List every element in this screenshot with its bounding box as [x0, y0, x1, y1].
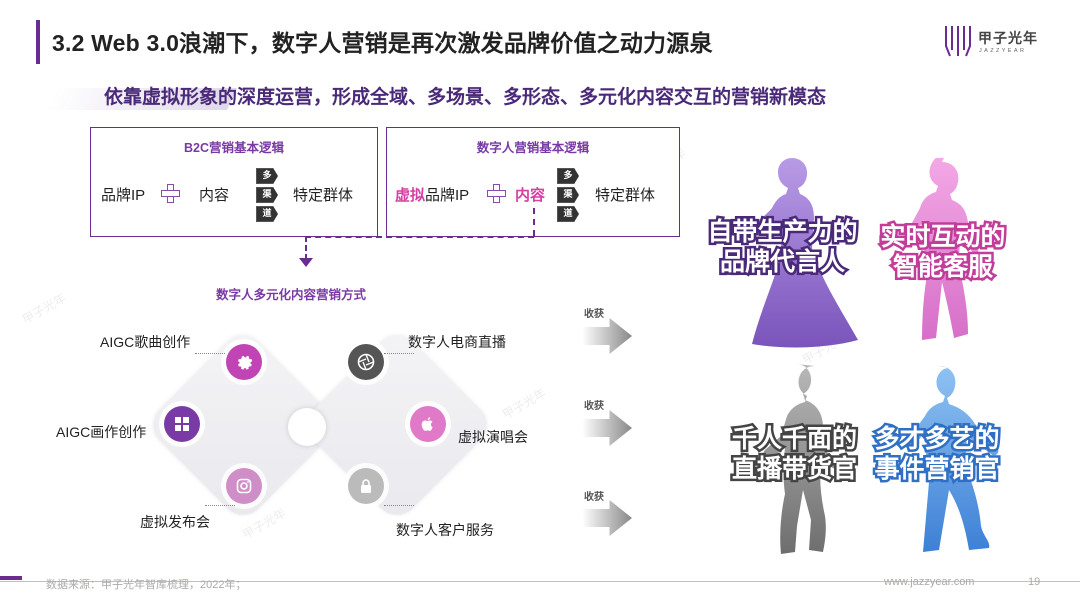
outcome-line: 千人千面的 [729, 423, 859, 456]
jazzyear-logo-icon [945, 26, 971, 57]
watermark: 甲子光年 [19, 290, 69, 327]
method-section-title: 数字人多元化内容营销方式 [216, 288, 367, 302]
footer-divider [0, 581, 1080, 582]
channel-arrow: 多 [557, 168, 579, 184]
plus-icon [487, 184, 507, 204]
outcome-livestream-host: 千人千面的 直播带货官 [712, 423, 877, 486]
digital-target-group: 特定群体 [595, 187, 656, 204]
channel-arrow: 渠 [557, 187, 579, 203]
outcome-line: 品牌代言人 [717, 246, 847, 279]
event-marketer-silhouette-icon [907, 366, 999, 552]
method-label: 虚拟演唱会 [458, 429, 528, 445]
livestream-host-silhouette-icon [763, 364, 838, 554]
method-label: 虚拟发布会 [140, 514, 210, 530]
harvest-arrow-icon [582, 410, 632, 446]
title-accent-bar [36, 20, 40, 64]
channels-arrows-icon: 多 渠 道 [256, 168, 278, 225]
b2c-brand-ip: 品牌IP [101, 187, 146, 204]
leader-line [384, 353, 414, 354]
aperture-icon [348, 344, 384, 380]
outcome-line: 直播带货官 [729, 453, 859, 486]
apple-icon [410, 406, 446, 442]
b2c-target-group: 特定群体 [293, 187, 354, 204]
plus-icon [161, 184, 181, 204]
spokesperson-silhouette-icon [748, 158, 858, 348]
digital-brand-ip: 虚拟品牌IP [395, 184, 469, 205]
digital-logic-title: 数字人营销基本逻辑 [476, 141, 590, 155]
diagram-center [288, 408, 326, 446]
method-label: AIGC歌曲创作 [100, 334, 191, 350]
outcome-line: 实时互动的 [878, 221, 1008, 254]
channel-arrow: 多 [256, 168, 278, 184]
outcome-spokesperson: 自带生产力的 品牌代言人 [700, 216, 865, 279]
windows-icon [164, 406, 200, 442]
arrow-down-icon [299, 258, 313, 267]
connector-line [305, 236, 534, 238]
outcome-customer-service: 实时互动的 智能客服 [868, 221, 1018, 284]
channel-arrow: 渠 [256, 187, 278, 203]
outcome-event-marketer: 多才多艺的 事件营销官 [862, 423, 1012, 486]
instagram-icon [226, 468, 262, 504]
channel-arrow: 道 [557, 206, 579, 222]
channels-arrows-icon: 多 渠 道 [557, 168, 579, 225]
harvest-label: 收获 [584, 492, 604, 503]
brand-logo: 甲子光年 JAZZYEAR [944, 20, 1054, 70]
logo-text-en: JAZZYEAR [979, 48, 1027, 54]
page-subtitle: 依靠虚拟形象的深度运营，形成全域、多场景、多形态、多元化内容交互的营销新模态 [104, 87, 827, 108]
outcome-line: 事件营销官 [872, 453, 1002, 486]
page-number: 19 [1028, 576, 1041, 588]
method-label: 数字人客户服务 [396, 522, 494, 538]
method-label: 数字人电商直播 [408, 334, 506, 350]
outcome-line: 多才多艺的 [872, 423, 1002, 456]
outcome-line: 自带生产力的 [705, 216, 860, 249]
harvest-arrow-icon [582, 318, 632, 354]
leader-line [195, 353, 225, 354]
diagram-diamond-right [298, 326, 496, 524]
method-label: AIGC画作创作 [56, 424, 147, 440]
customer-service-silhouette-icon [904, 158, 979, 340]
harvest-label: 收获 [584, 401, 604, 412]
data-source: 数据来源：甲子光年智库梳理，2022年； [46, 579, 247, 591]
leader-line [384, 505, 414, 506]
harvest-arrow-icon [582, 500, 632, 536]
virtual-highlight: 虚拟 [395, 187, 426, 204]
lock-icon [348, 468, 384, 504]
connector-line [533, 208, 535, 236]
footer-accent [0, 576, 22, 580]
footer-url[interactable]: www.jazzyear.com [884, 576, 975, 588]
connector-line [305, 236, 307, 260]
harvest-label: 收获 [584, 309, 604, 320]
b2c-content: 内容 [199, 187, 230, 204]
outcome-line: 智能客服 [890, 251, 995, 284]
digital-brand-ip-label: 品牌IP [425, 187, 470, 204]
watermark: 甲子光年 [499, 385, 549, 422]
logo-text-cn: 甲子光年 [978, 30, 1038, 46]
b2c-logic-box: B2C营销基本逻辑 品牌IP 内容 多 渠 道 特定群体 [90, 127, 378, 237]
gear-icon [226, 344, 262, 380]
b2c-logic-title: B2C营销基本逻辑 [183, 141, 284, 155]
channel-arrow: 道 [256, 206, 278, 222]
leader-line [205, 505, 235, 506]
page-title: 3.2 Web 3.0浪潮下，数字人营销是再次激发品牌价值之动力源泉 [52, 30, 713, 56]
digital-content: 内容 [515, 187, 546, 204]
